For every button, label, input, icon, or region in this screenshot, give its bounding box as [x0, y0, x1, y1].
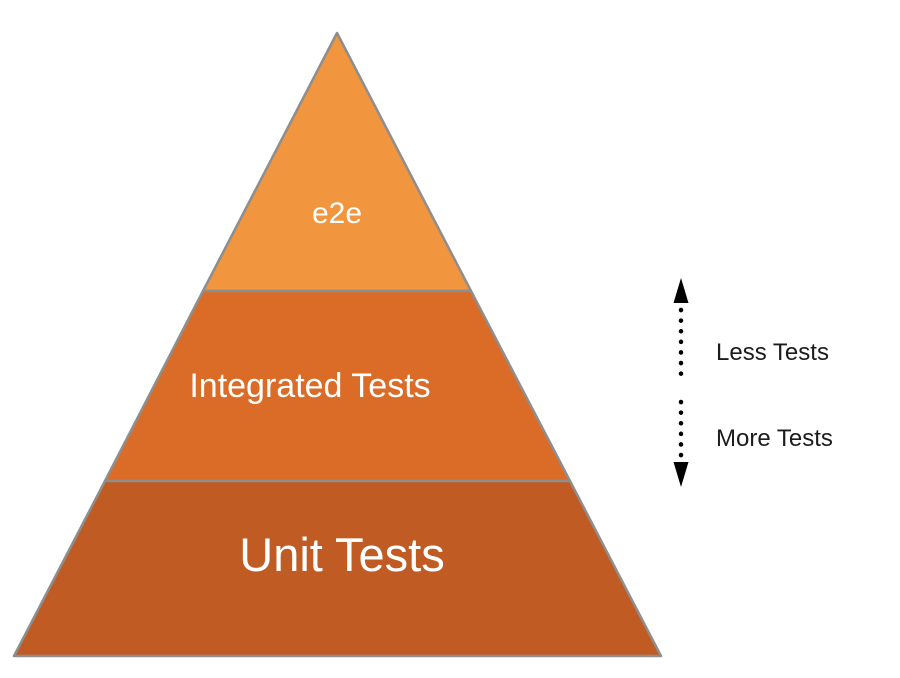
pyramid-label-e2e: e2e [312, 197, 362, 230]
more-tests-label: More Tests [716, 425, 833, 452]
arrow-down-icon [673, 462, 689, 487]
pyramid-label-integrated-tests: Integrated Tests [189, 367, 430, 405]
tests-scale-arrow [673, 278, 689, 487]
pyramid-layer-unit-tests [12, 479, 663, 658]
less-tests-label: Less Tests [716, 339, 829, 366]
arrow-up-icon [673, 278, 689, 303]
pyramid-layer-e2e [201, 31, 473, 293]
pyramid-label-unit-tests: Unit Tests [239, 528, 445, 581]
